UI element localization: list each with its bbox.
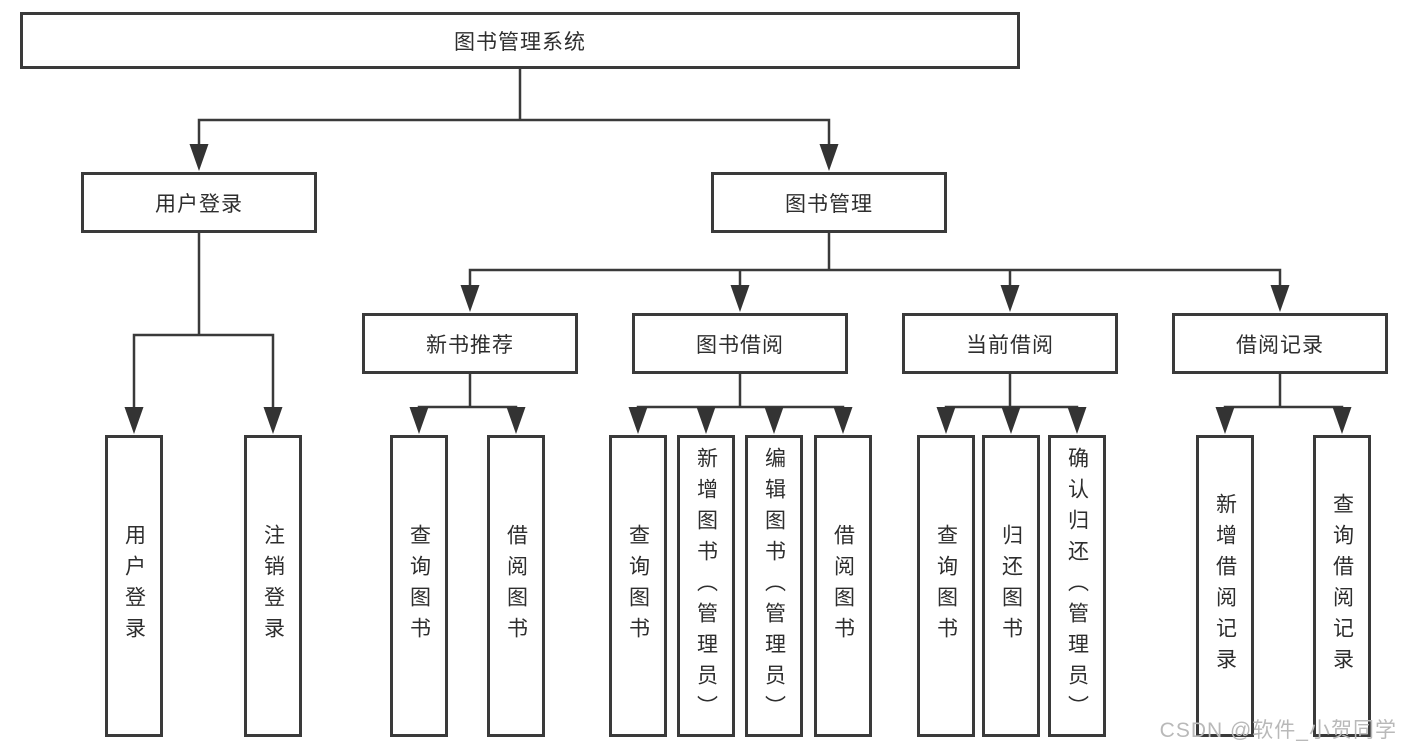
leaf-recommend-query-books-label: 查询图书 [407, 524, 431, 648]
node-current-borrowing: 当前借阅 [902, 313, 1118, 374]
leaf-current-query-books-label: 查询图书 [934, 524, 958, 648]
leaf-user-login-label: 用户登录 [122, 524, 146, 648]
node-current-borrowing-label: 当前借阅 [966, 333, 1054, 357]
leaf-logout: 注销登录 [244, 435, 302, 737]
node-book-management-label: 图书管理 [785, 192, 873, 216]
node-new-book-recommendation: 新书推荐 [362, 313, 578, 374]
node-new-book-recommendation-label: 新书推荐 [426, 333, 514, 357]
leaf-confirm-return-admin: 确认归还（管理员） [1048, 435, 1106, 737]
node-library-management-system: 图书管理系统 [20, 12, 1020, 69]
leaf-borrow-query-books: 查询图书 [609, 435, 667, 737]
leaf-edit-books-admin-label: 编辑图书（管理员） [762, 446, 786, 726]
node-user-login-label: 用户登录 [155, 192, 243, 216]
node-book-borrowing-label: 图书借阅 [696, 333, 784, 357]
node-borrowing-records-label: 借阅记录 [1236, 333, 1324, 357]
node-book-management: 图书管理 [711, 172, 947, 233]
leaf-recommend-borrow-books-label: 借阅图书 [504, 524, 528, 648]
node-user-login: 用户登录 [81, 172, 317, 233]
leaf-logout-label: 注销登录 [261, 524, 285, 648]
node-book-borrowing: 图书借阅 [632, 313, 848, 374]
leaf-current-query-books: 查询图书 [917, 435, 975, 737]
leaf-return-books-label: 归还图书 [999, 524, 1023, 648]
leaf-query-borrow-record-label: 查询借阅记录 [1330, 493, 1354, 679]
leaf-recommend-borrow-books: 借阅图书 [487, 435, 545, 737]
leaf-add-books-admin: 新增图书（管理员） [677, 435, 735, 737]
leaf-recommend-query-books: 查询图书 [390, 435, 448, 737]
leaf-confirm-return-admin-label: 确认归还（管理员） [1065, 446, 1089, 726]
leaf-return-books: 归还图书 [982, 435, 1040, 737]
leaf-user-login: 用户登录 [105, 435, 163, 737]
leaf-query-borrow-record: 查询借阅记录 [1313, 435, 1371, 737]
leaf-borrow-books: 借阅图书 [814, 435, 872, 737]
leaf-borrow-books-label: 借阅图书 [831, 524, 855, 648]
node-borrowing-records: 借阅记录 [1172, 313, 1388, 374]
node-library-management-system-label: 图书管理系统 [454, 30, 586, 54]
leaf-add-borrow-record-label: 新增借阅记录 [1213, 493, 1237, 679]
leaf-add-books-admin-label: 新增图书（管理员） [694, 446, 718, 726]
watermark-text: CSDN @软件_小贺同学 [1159, 719, 1397, 742]
leaf-add-borrow-record: 新增借阅记录 [1196, 435, 1254, 737]
leaf-borrow-query-books-label: 查询图书 [626, 524, 650, 648]
leaf-edit-books-admin: 编辑图书（管理员） [745, 435, 803, 737]
